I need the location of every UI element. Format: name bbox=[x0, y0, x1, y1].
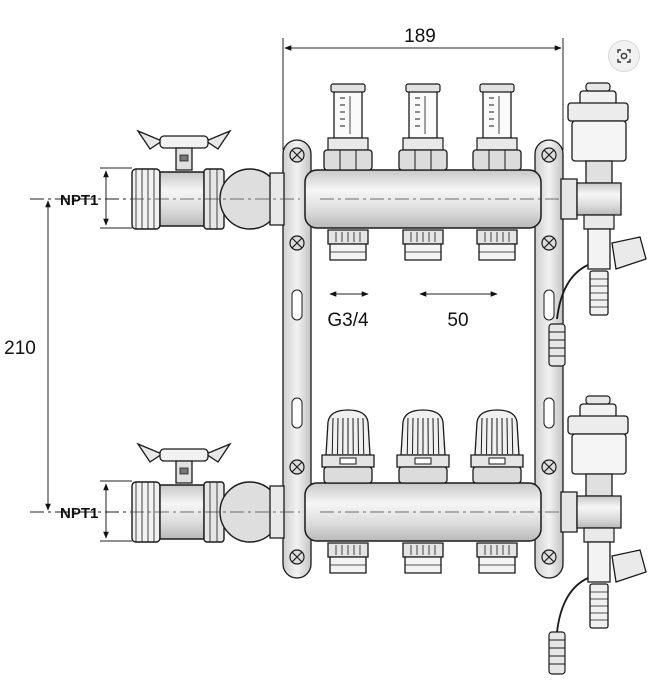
inlet-thread-bottom: NPT1 bbox=[60, 481, 132, 541]
right-fitting-bottom bbox=[557, 396, 646, 632]
outlet-1 bbox=[328, 543, 368, 573]
dimension-vertical-spacing-label: 210 bbox=[4, 338, 36, 359]
outlet-3 bbox=[477, 543, 517, 573]
outlet-2 bbox=[403, 543, 443, 573]
ball-valve-bottom bbox=[130, 444, 300, 542]
dimension-port-thread-label: G3/4 bbox=[327, 310, 369, 331]
flowmeter-3 bbox=[473, 84, 521, 170]
outlet-3 bbox=[477, 230, 517, 260]
dimension-port-pitch-label: 50 bbox=[447, 310, 468, 331]
flowmeters bbox=[324, 84, 521, 170]
manifold-bar-bottom bbox=[305, 483, 560, 541]
lens-search-button[interactable] bbox=[608, 40, 640, 72]
right-fitting-top bbox=[557, 83, 646, 319]
dimension-top-width: 189 bbox=[283, 26, 563, 150]
dimension-vertical-spacing: 210 bbox=[4, 199, 270, 512]
inlet-thread-top-label: NPT1 bbox=[60, 192, 98, 209]
dimension-port-pitch: 50 bbox=[419, 291, 498, 331]
outlet-2 bbox=[403, 230, 443, 260]
ball-valve-top bbox=[130, 131, 300, 229]
outlets-top bbox=[328, 230, 517, 260]
lens-search-icon bbox=[616, 48, 632, 64]
side-knob-mid bbox=[549, 324, 565, 366]
outlets-bottom bbox=[328, 543, 517, 573]
inlet-thread-top: NPT1 bbox=[60, 168, 132, 228]
manifold-bar-top bbox=[305, 170, 560, 228]
outlet-1 bbox=[328, 230, 368, 260]
inlet-thread-bottom-label: NPT1 bbox=[60, 505, 98, 522]
valve-cap-3 bbox=[471, 410, 523, 483]
valve-caps bbox=[322, 410, 523, 483]
flowmeter-1 bbox=[324, 84, 372, 170]
flowmeter-2 bbox=[399, 84, 447, 170]
dimension-port-thread: G3/4 bbox=[327, 291, 369, 331]
side-knob-bottom bbox=[549, 632, 565, 674]
valve-cap-2 bbox=[397, 410, 449, 483]
valve-cap-1 bbox=[322, 410, 374, 483]
dimension-top-width-label: 189 bbox=[404, 26, 436, 47]
